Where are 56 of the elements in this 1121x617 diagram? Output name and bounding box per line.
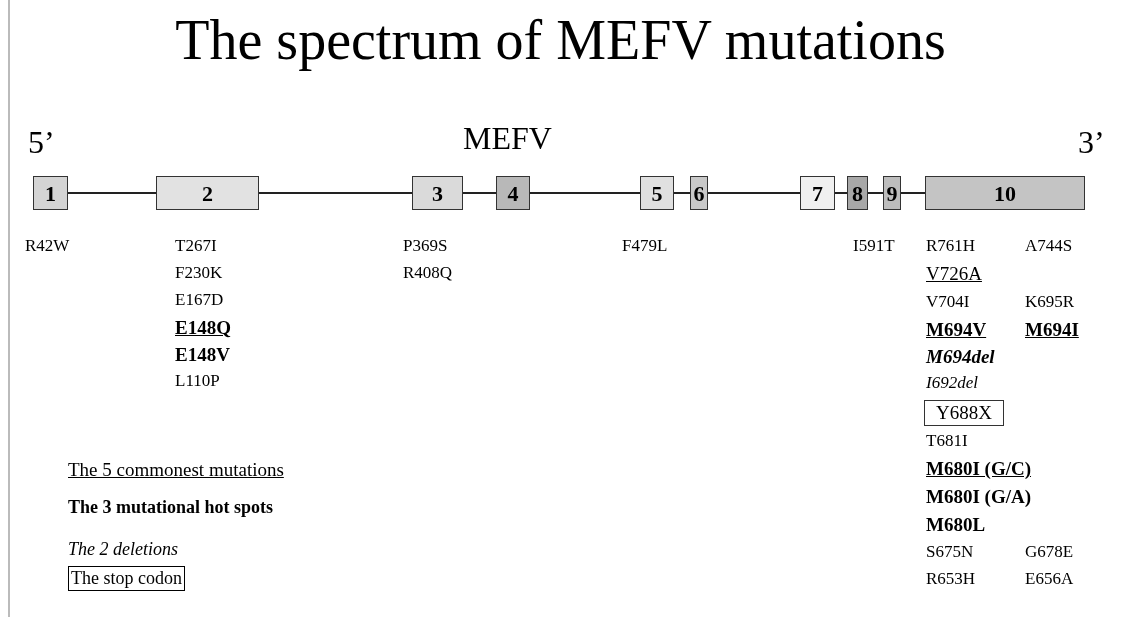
- mutation-label: F230K: [175, 262, 223, 284]
- exon-box: 6: [690, 176, 708, 210]
- mutation-label: E167D: [175, 289, 224, 311]
- gene-name: MEFV: [463, 119, 552, 158]
- mutation-label: R42W: [25, 235, 70, 257]
- mutation-label: M680L: [926, 513, 986, 537]
- mutation-label: L110P: [175, 370, 220, 392]
- strand-end-label: 3’: [1078, 123, 1105, 162]
- intron-line: [867, 192, 884, 194]
- mutation-label: M680I (G/A): [926, 485, 1031, 509]
- mutation-label: M694del: [926, 345, 995, 369]
- mutation-label: A744S: [1025, 235, 1073, 257]
- legend-entry: The stop codon: [68, 566, 185, 591]
- intron-line: [462, 192, 497, 194]
- exon-box: 7: [800, 176, 835, 210]
- exon-box: 4: [496, 176, 530, 210]
- exon-box: 1: [33, 176, 68, 210]
- mutation-label: R408Q: [403, 262, 453, 284]
- mutation-label: I591T: [853, 235, 895, 257]
- mutation-label: R761H: [926, 235, 976, 257]
- exon-box: 10: [925, 176, 1085, 210]
- mutation-label: I692del: [926, 372, 978, 394]
- mutation-label: K695R: [1025, 291, 1075, 313]
- exon-box: 3: [412, 176, 463, 210]
- intron-line: [67, 192, 157, 194]
- intron-line: [707, 192, 801, 194]
- mutation-label: G678E: [1025, 541, 1074, 563]
- mutation-label: R653H: [926, 568, 976, 590]
- boxed-mutation: Y688X: [924, 400, 1004, 426]
- intron-line: [900, 192, 926, 194]
- mutation-label: V704I: [926, 291, 970, 313]
- exon-box: 2: [156, 176, 259, 210]
- mutation-label: M694V: [926, 318, 987, 342]
- mutation-label: E656A: [1025, 568, 1074, 590]
- mutation-label: E148V: [175, 343, 230, 367]
- mutation-label: T267I: [175, 235, 217, 257]
- mutation-label: E148Q: [175, 316, 231, 340]
- exon-box: 9: [883, 176, 901, 210]
- legend-entry: The 3 mutational hot spots: [68, 496, 274, 519]
- mutation-label: P369S: [403, 235, 448, 257]
- mutation-label: F479L: [622, 235, 668, 257]
- intron-line: [834, 192, 848, 194]
- legend-entry: The 2 deletions: [68, 538, 178, 561]
- title: The spectrum of MEFV mutations: [174, 8, 947, 73]
- intron-line: [673, 192, 691, 194]
- mutation-label: S675N: [926, 541, 974, 563]
- exon-box: 5: [640, 176, 674, 210]
- intron-line: [529, 192, 641, 194]
- legend-entry: The 5 commonest mutations: [68, 458, 284, 482]
- strand-end-label: 5’: [28, 123, 55, 162]
- mutation-label: M680I (G/C): [926, 457, 1031, 481]
- mutation-label: V726A: [926, 262, 982, 286]
- intron-line: [258, 192, 413, 194]
- exon-box: 8: [847, 176, 868, 210]
- mutation-label: T681I: [926, 430, 968, 452]
- mutation-label: M694I: [1025, 318, 1079, 342]
